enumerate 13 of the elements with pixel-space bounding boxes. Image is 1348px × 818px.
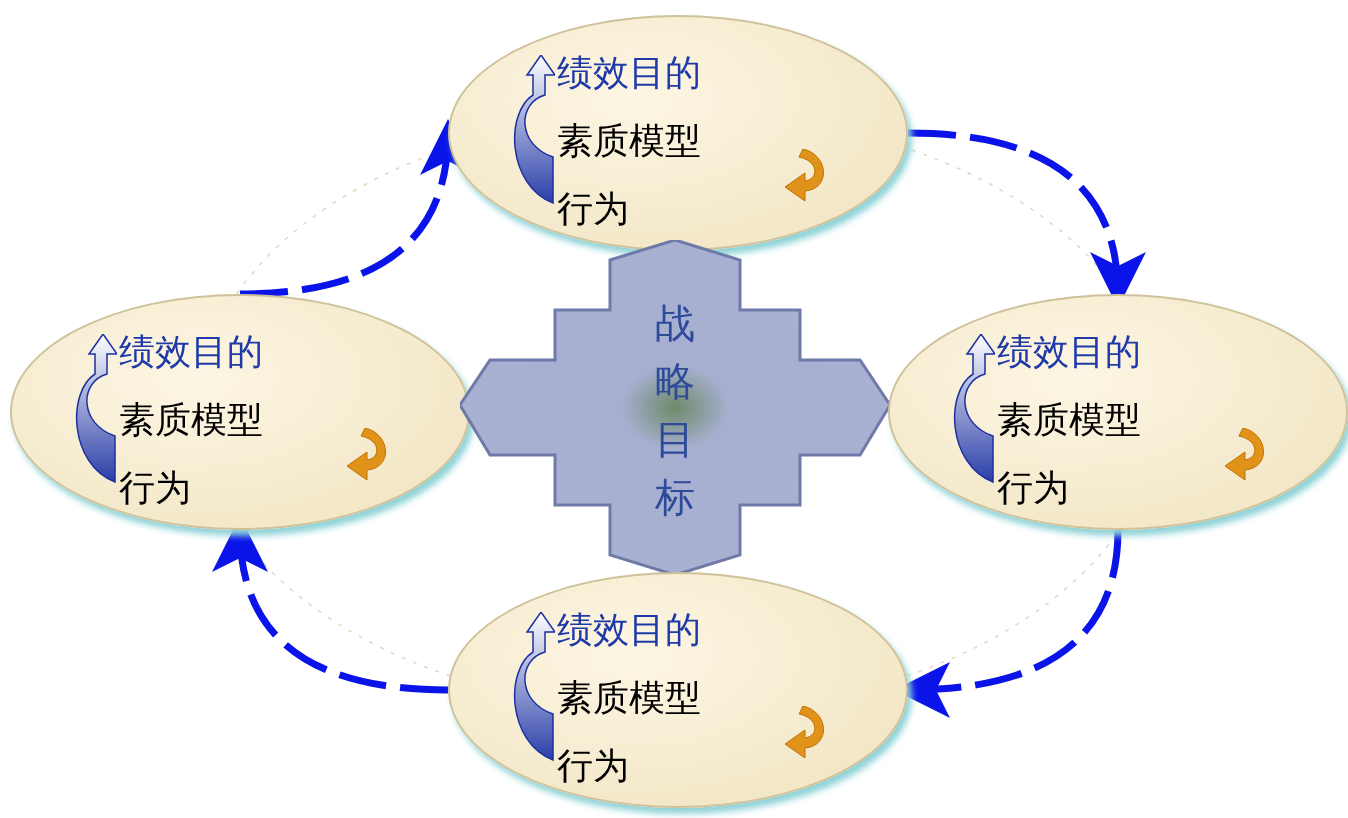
- ellipse-text: 行为: [557, 187, 630, 231]
- ellipse-text: 绩效目的: [557, 51, 701, 95]
- cross-text: 战略目标: [654, 299, 724, 522]
- ellipse-text: 绩效目的: [557, 608, 701, 652]
- ellipse-text: 素质模型: [557, 676, 701, 720]
- ellipse-text: 行为: [119, 466, 192, 510]
- ellipse-text: 行为: [557, 744, 630, 788]
- ellipse-text: 素质模型: [557, 119, 701, 163]
- ellipse-text: 绩效目的: [119, 330, 263, 374]
- ellipse-text: 素质模型: [997, 398, 1141, 442]
- ellipse-text: 行为: [997, 466, 1070, 510]
- ellipse-text: 素质模型: [119, 398, 263, 442]
- ellipse-text: 绩效目的: [997, 330, 1141, 374]
